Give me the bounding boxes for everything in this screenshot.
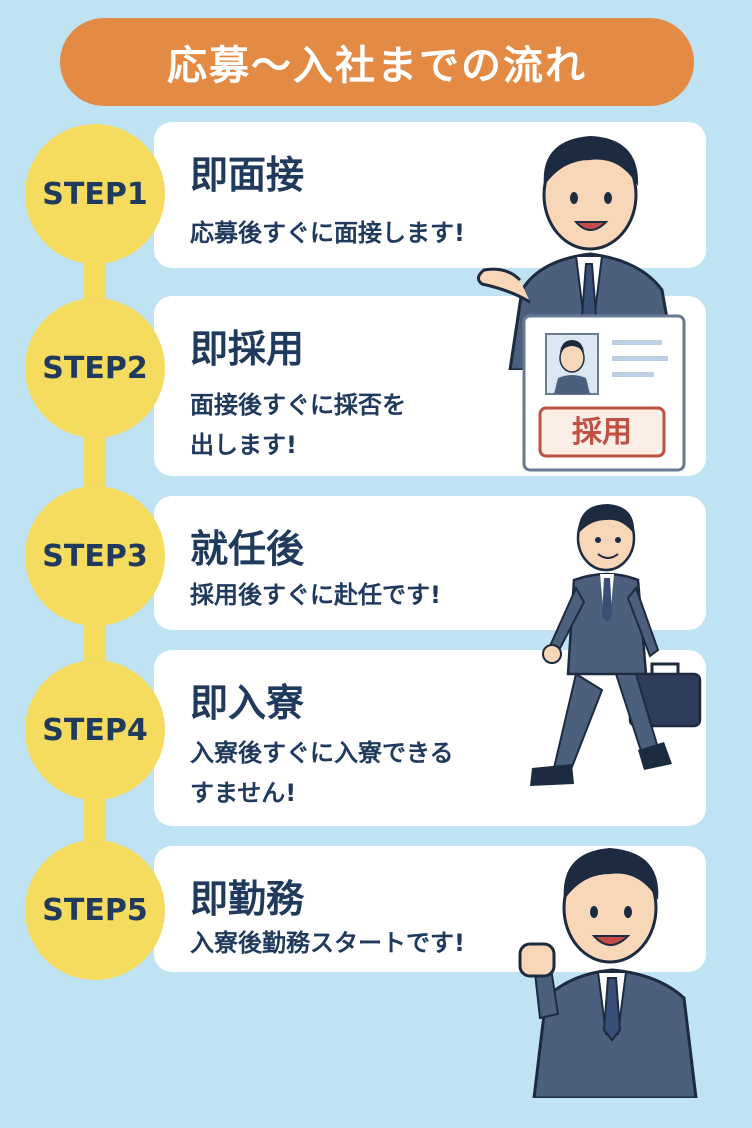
step-badge-3: STEP3 bbox=[25, 486, 165, 626]
step-title: 即採用 bbox=[190, 327, 305, 371]
fist-pump-businessman-illustration bbox=[518, 848, 698, 1098]
step-description: 応募後すぐに面接します! bbox=[190, 219, 465, 247]
step-description: 出します! bbox=[190, 431, 297, 459]
step-description: すません! bbox=[190, 779, 297, 807]
step-description: 採用後すぐに赴任です! bbox=[190, 581, 441, 609]
step-badge-5: STEP5 bbox=[25, 840, 165, 980]
title-banner: 応募〜入社までの流れ bbox=[60, 18, 694, 106]
acceptance-document-illustration bbox=[522, 314, 686, 472]
step-title: 即勤務 bbox=[190, 877, 305, 921]
step-title: 即入寮 bbox=[190, 681, 305, 725]
step-label: STEP2 bbox=[42, 350, 148, 386]
step-description: 入寮後すぐに入寮できる bbox=[190, 739, 454, 767]
step-title: 即面接 bbox=[190, 153, 305, 197]
step-label: STEP4 bbox=[42, 712, 148, 748]
page-title: 応募〜入社までの流れ bbox=[167, 43, 587, 89]
walking-businessman-illustration bbox=[530, 504, 702, 786]
step-description: 入寮後勤務スタートです! bbox=[190, 929, 465, 957]
step-label: STEP1 bbox=[42, 176, 148, 212]
acceptance-stamp: 採用 bbox=[572, 415, 632, 450]
step-label: STEP5 bbox=[42, 892, 148, 928]
step-badge-1: STEP1 bbox=[25, 124, 165, 264]
step-badge-4: STEP4 bbox=[25, 660, 165, 800]
step-title: 就任後 bbox=[190, 527, 305, 571]
step-card-4: 即入寮 入寮後すぐに入寮できる すません! bbox=[154, 650, 706, 826]
step-label: STEP3 bbox=[42, 538, 148, 574]
step-description: 面接後すぐに採否を bbox=[190, 391, 406, 419]
step-badge-2: STEP2 bbox=[25, 298, 165, 438]
